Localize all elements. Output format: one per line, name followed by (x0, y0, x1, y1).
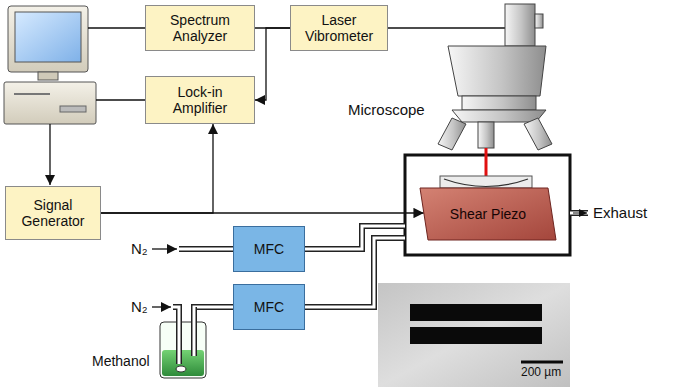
flow-arrow (152, 248, 177, 249)
node-text: Laser Vibrometer (297, 12, 381, 44)
liquid (162, 350, 204, 376)
instrument-box: Lock-in Amplifier (145, 76, 255, 124)
bubble (176, 366, 186, 372)
text-group: Signal Generator (12, 197, 94, 229)
scale-bar (521, 361, 563, 364)
instrument-box: Laser Vibrometer (290, 5, 388, 51)
gas-label: N₂ (131, 298, 148, 315)
liquid-label: Methanol (92, 353, 150, 369)
microscope-head (448, 46, 546, 96)
pipe (173, 307, 179, 364)
node-text: MFC (254, 241, 284, 257)
microscope-neck (462, 96, 536, 110)
shear-piezo: Shear Piezo (420, 188, 556, 240)
instrument-box: Signal Generator (5, 186, 101, 240)
connector (101, 124, 213, 213)
micrograph (378, 283, 570, 387)
mass-flow-controller: MFC (233, 284, 305, 330)
computer-case (4, 82, 96, 124)
gas-label: N₂ (131, 240, 148, 257)
node-text: Lock-in Amplifier (152, 84, 248, 116)
pipe (570, 210, 588, 216)
node-text: Shear Piezo (450, 206, 526, 222)
scale-label: 200 µm (521, 366, 561, 380)
camera-port (505, 4, 535, 46)
pipe (179, 246, 233, 252)
connector (255, 28, 290, 100)
sample (444, 179, 528, 187)
pipe (173, 307, 179, 364)
connector (101, 212, 424, 213)
camera-knob (535, 14, 543, 28)
computer-icon (4, 6, 96, 124)
photo-ground (378, 283, 570, 387)
drive-bay (60, 106, 86, 112)
instrument-label: Microscope (348, 101, 425, 118)
objective (524, 118, 552, 150)
pipe (570, 212, 588, 215)
pipe (193, 307, 196, 356)
text-group: Lock-in Amplifier (152, 84, 248, 116)
cantilever (410, 327, 542, 344)
microscope-illustration (438, 4, 552, 150)
text-group: MFC (254, 241, 284, 257)
screen (15, 12, 81, 62)
node-text: MFC (254, 299, 284, 315)
bottle (160, 322, 206, 378)
text-group: Shear Piezo (450, 206, 526, 222)
monitor (8, 6, 88, 72)
port-label: Exhaust (593, 204, 647, 221)
text-group: Laser Vibrometer (297, 12, 381, 44)
instrument-box: Spectrum Analyzer (145, 5, 255, 51)
objective (478, 122, 494, 148)
pipe (179, 248, 233, 251)
signal-wire (88, 27, 145, 28)
sample-holder (440, 176, 532, 188)
mass-flow-controller: MFC (233, 226, 305, 272)
methanol-bottle (160, 307, 206, 378)
signal-wire (49, 124, 50, 185)
objective (438, 118, 466, 150)
node-text: Spectrum Analyzer (152, 12, 248, 44)
text-group: MFC (254, 299, 284, 315)
piezo-body (420, 188, 556, 240)
pipe (191, 307, 197, 356)
flow-arrow (152, 306, 171, 307)
node-text: Signal Generator (12, 197, 94, 229)
drive-slot (14, 93, 50, 95)
signal-wire (96, 99, 145, 100)
cantilever (410, 304, 542, 321)
signal-wire (388, 27, 505, 28)
flow-arrow (573, 213, 587, 214)
text-group: Spectrum Analyzer (152, 12, 248, 44)
monitor-stand (38, 72, 58, 80)
